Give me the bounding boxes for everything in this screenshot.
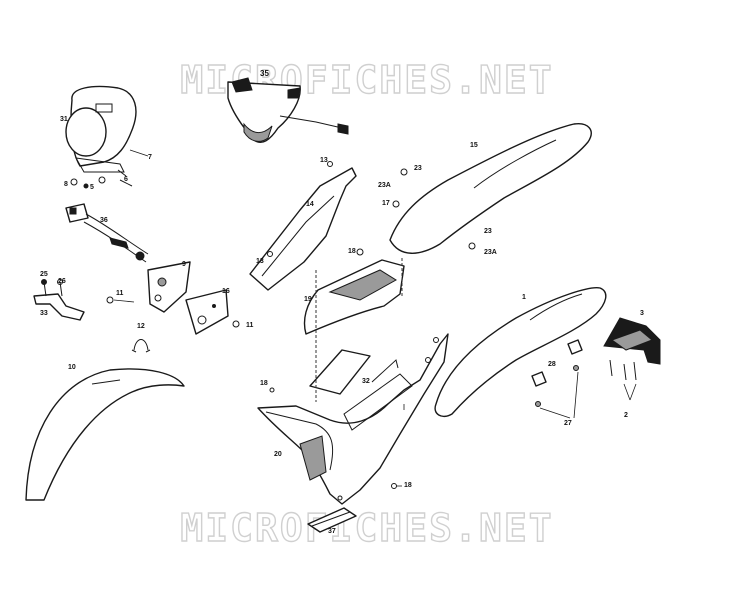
part-label-8: 8: [64, 181, 68, 188]
part-label-36: 36: [100, 217, 108, 224]
part-label-31: 31: [60, 116, 68, 123]
part-label-32: 32: [362, 378, 370, 385]
part-label-23A-right: 23A: [484, 249, 497, 256]
part-label-18-bottom: 18: [404, 482, 412, 489]
part-label-7: 7: [148, 154, 152, 161]
rear-fender-upper-part: [389, 123, 592, 254]
part-label-11-right: 11: [246, 322, 254, 329]
part-label-1: 1: [522, 294, 526, 301]
part-label-37: 37: [328, 528, 336, 535]
frame-side-rail-part: [249, 161, 357, 291]
rear-fender-lower-part: [434, 287, 607, 418]
part-label-9: 9: [182, 261, 186, 268]
watermark-bottom: MICROFICHES.NET: [180, 505, 554, 550]
part-label-20: 20: [274, 451, 282, 458]
part-label-23-top: 23: [414, 165, 422, 172]
part-label-17: 17: [382, 200, 390, 207]
part-label-5: 5: [90, 184, 94, 191]
main-side-cover-part: [257, 333, 449, 505]
tail-light-bracket-part: [603, 317, 661, 401]
headlight-assembly-part: [227, 77, 349, 144]
part-label-13-top: 13: [320, 157, 328, 164]
part-label-11-left: 11: [116, 290, 124, 297]
spring-clip-part: [131, 339, 151, 353]
part-label-12: 12: [137, 323, 145, 330]
handlebar-lever-part: [65, 203, 149, 263]
part-label-10: 10: [68, 364, 76, 371]
part-label-26: 26: [58, 278, 66, 285]
part-label-18-center: 18: [348, 248, 356, 255]
front-fender-part: [25, 368, 185, 501]
center-cover-panel-part: [303, 248, 405, 350]
fasteners-part: [531, 339, 583, 419]
part-label-18-left: 18: [260, 380, 268, 387]
part-label-23A-top: 23A: [378, 182, 391, 189]
bracket-plate-part: [106, 261, 191, 313]
left-bracket-part: [33, 279, 85, 321]
headlight-fairing-part: [65, 85, 149, 189]
part-label-25: 25: [40, 271, 48, 278]
part-label-16: 16: [222, 288, 230, 295]
part-label-33: 33: [40, 310, 48, 317]
part-label-28: 28: [548, 361, 556, 368]
part-label-15: 15: [470, 142, 478, 149]
lower-bracket-part: [307, 507, 357, 533]
part-label-23-right: 23: [484, 228, 492, 235]
part-label-2: 2: [624, 412, 628, 419]
part-label-6: 6: [124, 176, 128, 183]
screw-markers: [269, 387, 405, 489]
part-label-14: 14: [306, 201, 314, 208]
part-label-3: 3: [640, 310, 644, 317]
part-label-13-left: 13: [256, 258, 264, 265]
small-side-plate-part: [185, 289, 240, 335]
part-label-35: 35: [260, 69, 269, 78]
part-label-27: 27: [564, 420, 572, 427]
seat-pad-part: [309, 349, 371, 395]
part-label-19: 19: [304, 296, 312, 303]
